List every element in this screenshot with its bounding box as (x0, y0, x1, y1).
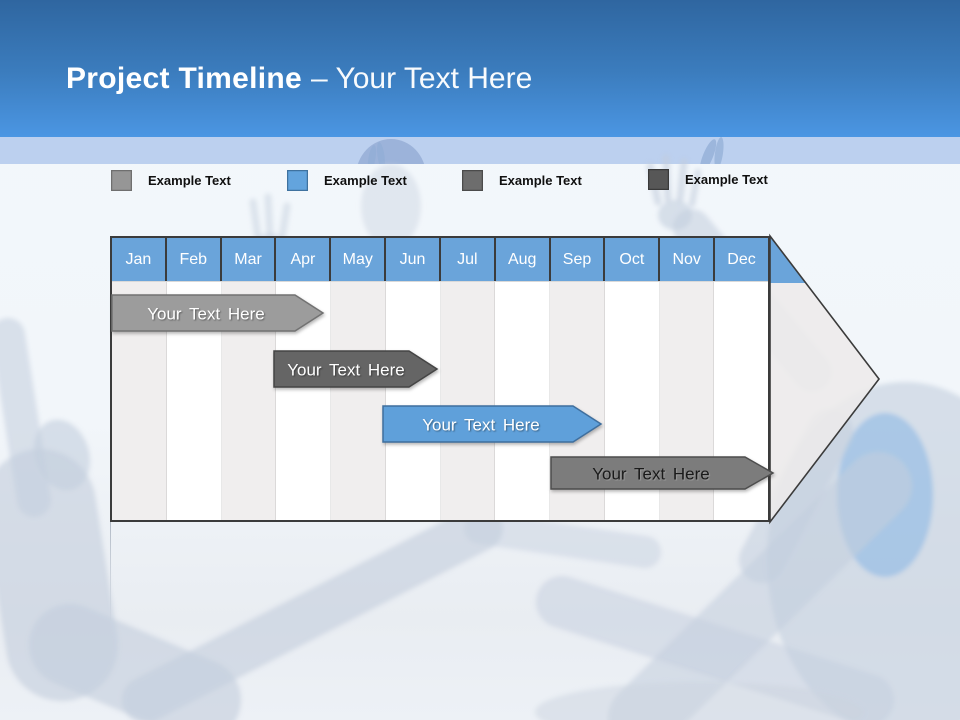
month-cell-apr: Apr (276, 238, 332, 281)
legend-swatch-blue (287, 170, 308, 191)
grid-column (276, 282, 331, 520)
title-placeholder: – Your Text Here (311, 62, 533, 95)
legend-swatch-gray (111, 170, 132, 191)
timeline-arrowhead-outline (769, 233, 881, 525)
header-accent-band (0, 137, 960, 164)
month-cell-jan: Jan (112, 238, 167, 281)
legend-swatch-charcoal (648, 169, 669, 190)
title-bold: Project Timeline (66, 62, 302, 95)
month-cell-aug: Aug (495, 238, 551, 281)
month-cell-jun: Jun (386, 238, 441, 281)
timeline-arrowhead-header-section (770, 236, 806, 283)
month-cell-dec: Dec (715, 238, 768, 281)
grid-column (495, 282, 550, 520)
legend-item-1: Example Text (111, 170, 231, 191)
month-cell-feb: Feb (166, 238, 222, 281)
grid-column (550, 282, 605, 520)
grid-column (166, 282, 222, 520)
month-cell-mar: Mar (221, 238, 277, 281)
legend-swatch-darkgray (462, 170, 483, 191)
month-header-row: Jan Feb Mar Apr May Jun Jul Aug Sep Oct … (112, 238, 768, 282)
month-cell-sep: Sep (550, 238, 606, 281)
timeline-grid (112, 282, 768, 520)
legend-label-4: Example Text (685, 172, 768, 187)
legend-item-4: Example Text (648, 169, 768, 190)
grid-column (331, 282, 386, 520)
legend-label-2: Example Text (324, 173, 407, 188)
legend-label-1: Example Text (148, 173, 231, 188)
month-cell-nov: Nov (660, 238, 716, 281)
slide-header: Project Timeline – Your Text Here (0, 0, 960, 137)
grid-column (659, 282, 715, 520)
month-cell-oct: Oct (605, 238, 661, 281)
grid-column (112, 282, 167, 520)
timeline-table: Jan Feb Mar Apr May Jun Jul Aug Sep Oct … (110, 236, 770, 522)
month-cell-jul: Jul (440, 238, 496, 281)
month-cell-may: May (331, 238, 387, 281)
grid-column (440, 282, 496, 520)
page-title: Project Timeline – Your Text Here (66, 62, 532, 96)
legend-item-3: Example Text (462, 170, 582, 191)
legend-item-2: Example Text (287, 170, 407, 191)
timeline-arrowhead (770, 236, 879, 522)
grid-column (221, 282, 277, 520)
grid-column (714, 282, 768, 520)
grid-column (604, 282, 660, 520)
legend-label-3: Example Text (499, 173, 582, 188)
photo-fold-line (110, 522, 111, 622)
grid-column (385, 282, 441, 520)
